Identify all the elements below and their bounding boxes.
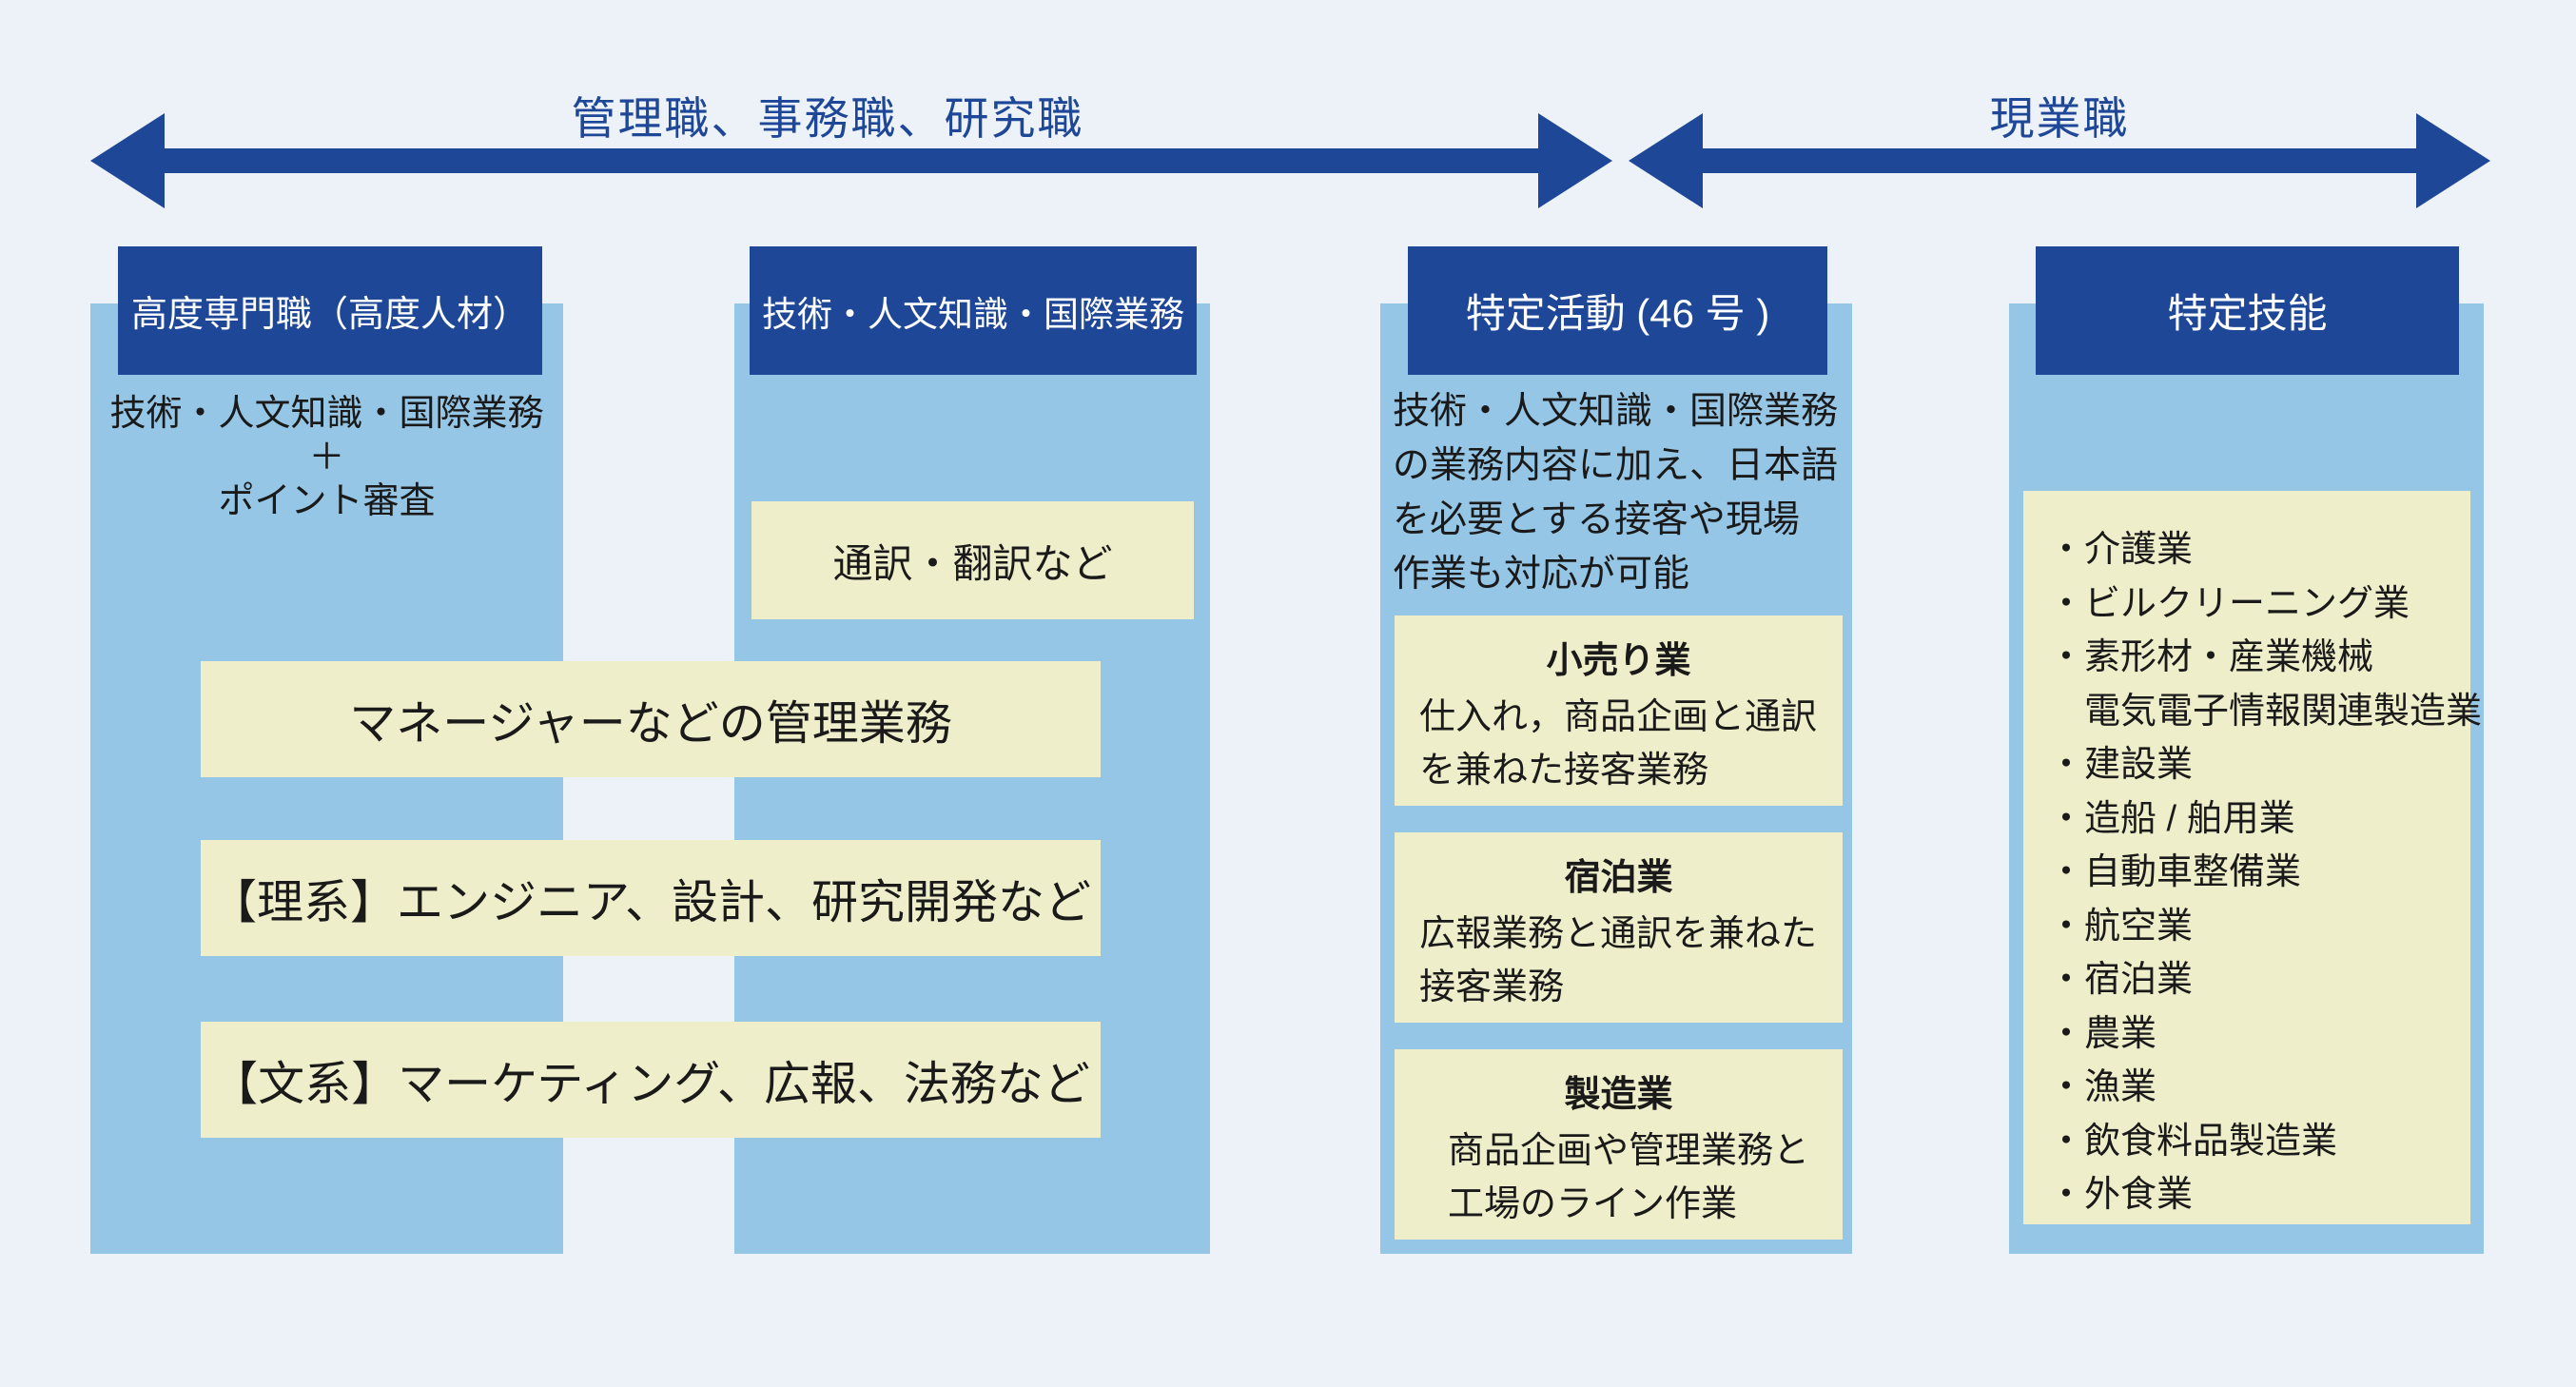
industry-item: ・宿泊業 bbox=[2048, 960, 2194, 1000]
white-collar-arrow-label: 管理職、事務職、研究職 bbox=[571, 93, 1084, 144]
interpretation-translation-box: 通訳・翻訳など bbox=[751, 501, 1194, 619]
industry-item: ・ビルクリーニング業 bbox=[2048, 583, 2410, 624]
industry-item: ・自動車整備業 bbox=[2048, 852, 2302, 892]
description-line: を必要とする接客や現場 bbox=[1393, 499, 1800, 540]
tokutei-katsudo-description: 技術・人文知識・国際業務 の業務内容に加え、日本語 を必要とする接客や現場 作業… bbox=[1393, 384, 1847, 601]
industry-item: ・素形材・産業機械 bbox=[2048, 637, 2374, 677]
card-text-line: 広報業務と通訳を兼ねた bbox=[1419, 914, 1818, 954]
lodging-card: 宿泊業 広報業務と通訳を兼ねた 接客業務 bbox=[1395, 832, 1843, 1023]
card-title: 小売り業 bbox=[1546, 641, 1691, 681]
description-line: ポイント審査 bbox=[218, 481, 436, 521]
industry-item: ・漁業 bbox=[2048, 1067, 2157, 1107]
card-text-line: 仕入れ，商品企画と通訳 bbox=[1419, 697, 1818, 737]
card-text-line: 接客業務 bbox=[1419, 967, 1565, 1007]
industry-item: ・建設業 bbox=[2048, 745, 2194, 785]
card-text-line: を兼ねた接客業務 bbox=[1419, 751, 1709, 791]
arrowhead-left-icon bbox=[1629, 113, 1703, 208]
arrowhead-left-icon bbox=[90, 113, 165, 208]
science-duties-box: 【理系】エンジニア、設計、研究開発など bbox=[201, 840, 1101, 956]
industry-item: ・造船 / 舶用業 bbox=[2048, 798, 2295, 839]
description-line: 技術・人文知識・国際業務 bbox=[1393, 391, 1839, 432]
header-tokutei-gino: 特定技能 bbox=[2036, 246, 2459, 375]
tokutei-gino-industry-list: ・介護業 ・ビルクリーニング業 ・素形材・産業機械 電気電子情報関連製造業 ・建… bbox=[2023, 491, 2483, 1224]
description-line: 作業も対応が可能 bbox=[1393, 554, 1690, 595]
industry-item: ・介護業 bbox=[2048, 530, 2194, 570]
arrowhead-right-icon bbox=[1538, 113, 1612, 208]
card-text-line: 商品企画や管理業務と bbox=[1448, 1131, 1810, 1171]
blue-collar-arrow-label: 現業職 bbox=[1989, 93, 2130, 144]
arrowhead-right-icon bbox=[2416, 113, 2490, 208]
industry-item: ・農業 bbox=[2048, 1013, 2157, 1054]
header-kodo-senmonshoku: 高度専門職（高度人材） bbox=[118, 246, 542, 375]
header-tokutei-katsudo: 特定活動 (46 号 ) bbox=[1408, 246, 1827, 375]
industry-item-continuation: 電気電子情報関連製造業 bbox=[2048, 691, 2483, 732]
management-duties-box: マネージャーなどの管理業務 bbox=[201, 661, 1101, 777]
industry-item: ・飲食料品製造業 bbox=[2048, 1121, 2338, 1162]
industry-item: ・外食業 bbox=[2048, 1175, 2194, 1215]
humanities-duties-box: 【文系】マーケティング、広報、法務など bbox=[201, 1022, 1101, 1138]
white-collar-arrow-shaft bbox=[159, 148, 1538, 173]
plus-sign: ＋ bbox=[308, 438, 345, 478]
card-title: 宿泊業 bbox=[1564, 858, 1673, 898]
retail-card: 小売り業 仕入れ，商品企画と通訳 を兼ねた接客業務 bbox=[1395, 615, 1843, 806]
kodo-senmonshoku-description: 技術・人文知識・国際業務 ＋ ポイント審査 bbox=[90, 392, 563, 523]
description-line: 技術・人文知識・国際業務 bbox=[109, 394, 544, 434]
card-text-line: 工場のライン作業 bbox=[1448, 1184, 1738, 1224]
industry-item: ・航空業 bbox=[2048, 906, 2194, 947]
description-line: の業務内容に加え、日本語 bbox=[1393, 445, 1839, 486]
header-gijinkoku: 技術・人文知識・国際業務 bbox=[750, 246, 1197, 375]
manufacturing-card: 製造業 商品企画や管理業務と 工場のライン作業 bbox=[1395, 1049, 1843, 1240]
card-title: 製造業 bbox=[1564, 1075, 1673, 1115]
blue-collar-arrow-shaft bbox=[1699, 148, 2418, 173]
